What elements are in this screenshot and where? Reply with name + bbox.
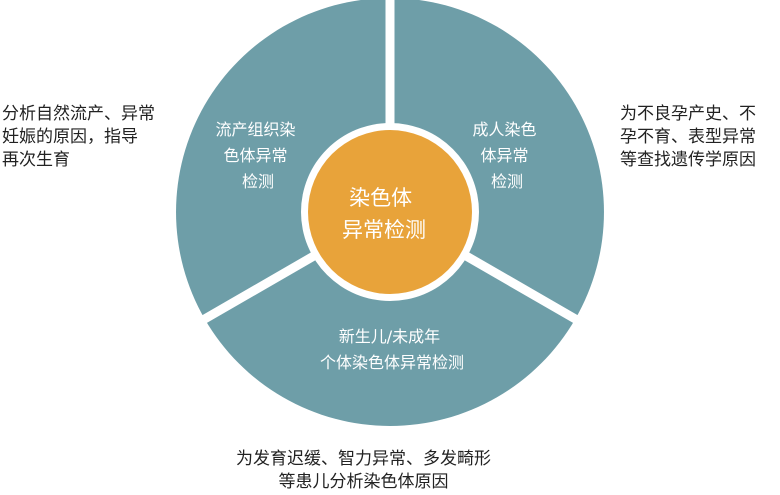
note-right-line-3: 等查找遗传学原因 — [620, 150, 756, 170]
segment-newborn-label: 新生儿/未成年 个体染色体异常检测 — [320, 327, 464, 372]
segment-miscarriage-label-line-2: 色体异常 — [223, 146, 287, 165]
note-left-line-2: 妊娠的原因，指导 — [2, 127, 138, 147]
note-right-line-1: 为不良孕产史、不 — [620, 104, 756, 124]
segment-adult-label-line-3: 检测 — [491, 172, 523, 191]
segment-adult-label-line-1: 成人染色 — [472, 120, 536, 139]
segment-adult-label-line-2: 体异常 — [480, 146, 528, 165]
center-circle — [308, 130, 472, 294]
segment-ring — [176, 0, 604, 426]
note-left-line-1: 分析自然流产、异常 — [2, 104, 155, 124]
note-right: 为不良孕产史、不 孕不育、表型异常 等查找遗传学原因 — [620, 103, 756, 172]
segment-miscarriage-label-line-1: 流产组织染 — [215, 120, 295, 139]
note-bottom-line-2: 等患儿分析染色体原因 — [278, 472, 449, 492]
center-label-line-1: 染色体 — [349, 186, 412, 210]
segment-newborn-label-line-1: 新生儿/未成年 — [339, 327, 440, 346]
center-label: 染色体 异常检测 — [342, 186, 426, 242]
segment-newborn-label-line-2: 个体染色体异常检测 — [320, 353, 464, 372]
segment-miscarriage-label: 流产组织染 色体异常 检测 — [215, 120, 300, 191]
segment-adult-label: 成人染色 体异常 检测 — [472, 120, 541, 191]
center-label-line-2: 异常检测 — [342, 218, 426, 242]
note-bottom-line-1: 为发育迟缓、智力异常、多发畸形 — [236, 449, 491, 469]
note-bottom: 为发育迟缓、智力异常、多发畸形 等患儿分析染色体原因 — [236, 448, 491, 494]
segment-miscarriage-label-line-3: 检测 — [242, 172, 274, 191]
note-left-line-3: 再次生育 — [2, 150, 70, 170]
segment-newborn-minor — [204, 212, 576, 426]
note-left: 分析自然流产、异常 妊娠的原因，指导 再次生育 — [2, 103, 155, 172]
note-right-line-2: 孕不育、表型异常 — [620, 127, 756, 147]
